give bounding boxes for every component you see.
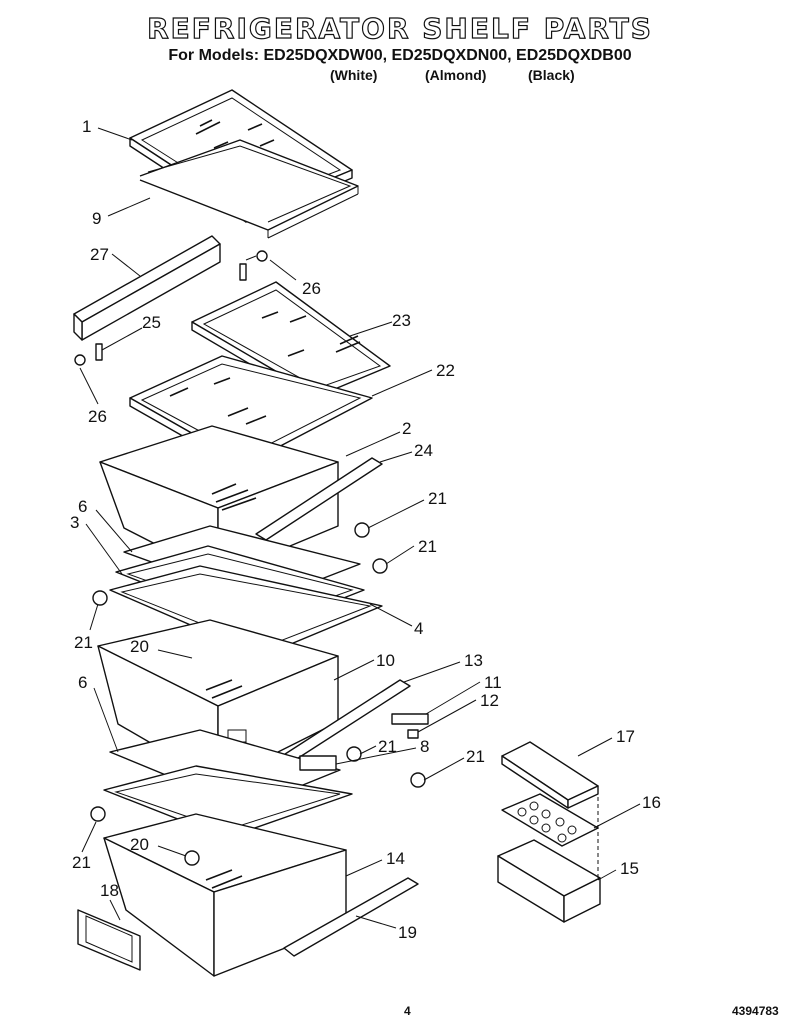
callout-21-e: 21 [466, 747, 485, 766]
callout-21-f: 21 [72, 853, 91, 872]
callout-16: 16 [642, 793, 661, 812]
callout-25: 25 [142, 313, 161, 332]
callout-10: 10 [376, 651, 395, 670]
callout-20-lower: 20 [130, 835, 149, 854]
color-black: (Black) [528, 67, 575, 83]
part-26-screw-upper [245, 250, 268, 262]
part-25-clip-lower [95, 343, 103, 361]
callout-8: 8 [420, 737, 429, 756]
callout-20-upper: 20 [130, 637, 149, 656]
document-number: 4394783 [732, 1004, 779, 1018]
callout-21-a: 21 [428, 489, 447, 508]
part-21-bumper-e [410, 772, 426, 788]
callout-12: 12 [480, 691, 499, 710]
callout-13: 13 [464, 651, 483, 670]
callout-27: 27 [90, 245, 109, 264]
callout-23: 23 [392, 311, 411, 330]
callout-1: 1 [82, 117, 91, 136]
callout-21-d: 21 [378, 737, 397, 756]
callout-26-upper: 26 [302, 279, 321, 298]
models-line: For Models: ED25DQXDW00, ED25DQXDN00, ED… [168, 47, 632, 64]
part-21-bumper-a [354, 522, 370, 538]
callout-15: 15 [620, 859, 639, 878]
part-17-butter-lid [501, 741, 599, 809]
callout-3: 3 [70, 513, 79, 532]
page-number: 4 [404, 1004, 411, 1018]
page-title: REFRIGERATOR SHELF PARTS [146, 11, 653, 45]
color-almond: (Almond) [425, 67, 487, 83]
part-21-bumper-f [90, 806, 106, 822]
part-9-shelf-frame [139, 139, 359, 239]
callout-2: 2 [402, 419, 411, 438]
part-14-bottom-drawer [103, 813, 347, 977]
part-19-drawer-trim [283, 877, 419, 957]
callout-9: 9 [92, 209, 101, 228]
part-21-bumper-c [92, 590, 108, 606]
part-11-control-slide [391, 713, 429, 725]
part-20-bumper-b [184, 850, 200, 866]
callout-14: 14 [386, 849, 405, 868]
callout-24: 24 [414, 441, 433, 460]
callout-21-c: 21 [74, 633, 93, 652]
callout-labels: 1 9 27 26 25 23 26 22 2 24 6 21 3 21 4 2… [70, 117, 661, 942]
part-18-label-card [77, 909, 141, 971]
callout-18: 18 [100, 881, 119, 900]
callout-21-b: 21 [418, 537, 437, 556]
part-16-egg-tray [501, 793, 599, 847]
callout-11: 11 [484, 673, 502, 692]
callout-4: 4 [414, 619, 423, 638]
part-26-screw-lower [74, 354, 86, 366]
color-white: (White) [330, 67, 378, 83]
part-21-bumper-d [346, 746, 362, 762]
callout-19: 19 [398, 923, 417, 942]
part-21-bumper-b [372, 558, 388, 574]
part-15-storage-bin [497, 839, 601, 923]
part-27-shelf-rail [73, 235, 221, 341]
callout-26-lower: 26 [88, 407, 107, 426]
part-25-clip-upper [239, 263, 247, 281]
part-24-drawer-trim [255, 457, 383, 541]
callout-6-upper: 6 [78, 497, 87, 516]
callout-22: 22 [436, 361, 455, 380]
part-12-control-knob [407, 729, 419, 739]
callout-6-lower: 6 [78, 673, 87, 692]
leader-lines [79, 127, 641, 929]
callout-17: 17 [616, 727, 635, 746]
